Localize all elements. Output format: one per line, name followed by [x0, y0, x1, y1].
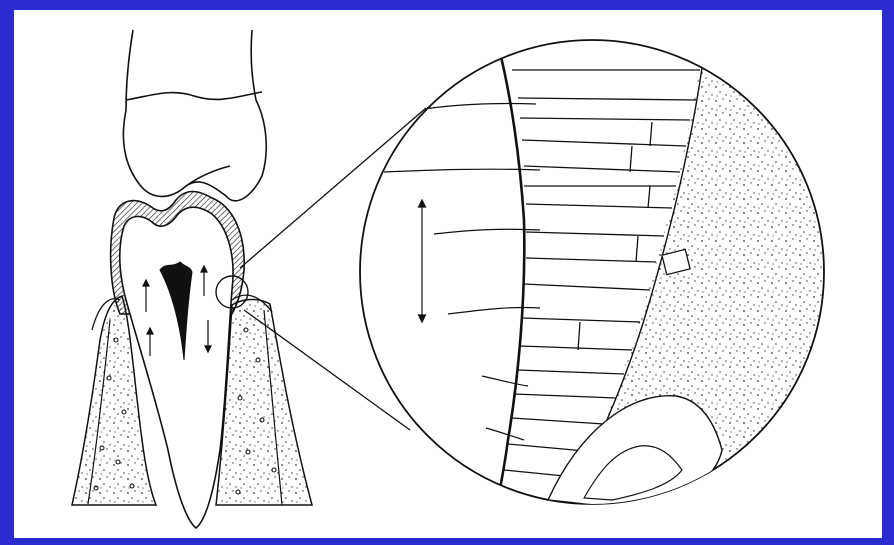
magnified-detail	[360, 40, 840, 520]
opposing-tooth	[123, 30, 266, 201]
bone-right	[216, 299, 312, 505]
